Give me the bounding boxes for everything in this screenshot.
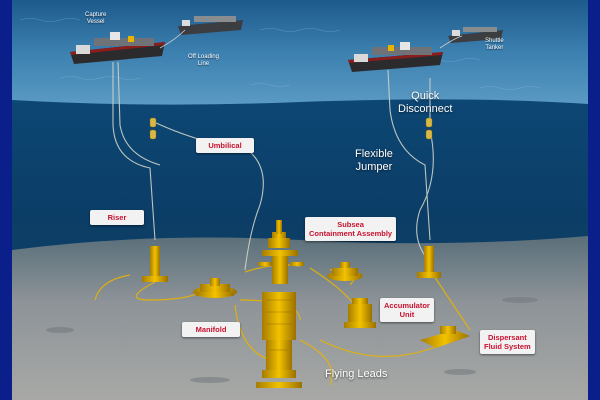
dispersant-skid [420, 326, 470, 348]
label-dispersant-fluid-system: Dispersant Fluid System [480, 330, 535, 354]
control-manifold-right [327, 262, 363, 281]
label-quick-disconnect: Quick Disconnect [398, 90, 453, 115]
capture-vessel [70, 32, 165, 64]
manifold-structure [193, 278, 237, 298]
float-left-1 [149, 117, 157, 128]
label-flexible-jumper: Flexible Jumper [355, 148, 393, 173]
riser-left-line [112, 62, 156, 241]
label-off-loading-line: Off Loading Line [188, 54, 219, 67]
riser-base-right [417, 246, 441, 278]
label-accumulator-unit: Accumulator Unit [380, 298, 434, 322]
accumulator-unit-structure [344, 298, 376, 328]
label-capture-vessel: Capture Vessel [85, 12, 107, 25]
float-right-1 [425, 117, 433, 128]
label-umbilical: Umbilical [196, 138, 254, 153]
float-left-2 [149, 129, 157, 140]
riser-base-left [142, 246, 168, 282]
off-loading-vessel [178, 16, 243, 35]
riser-left-line-2 [117, 61, 161, 166]
label-manifold: Manifold [182, 322, 240, 337]
second-capture-vessel [348, 42, 443, 72]
shuttle-tanker [448, 27, 503, 43]
label-riser: Riser [90, 210, 144, 225]
sea-surface [12, 0, 588, 105]
label-flying-leads: Flying Leads [325, 368, 388, 380]
float-right-2 [425, 129, 433, 140]
jumper-right-line [416, 129, 434, 263]
umbilical-line [149, 119, 264, 271]
label-subsea-containment-assembly: Subsea Containment Assembly [305, 217, 397, 241]
label-shuttle-tanker: Shuttle Tanker [485, 38, 504, 51]
riser-right-line [387, 69, 431, 241]
